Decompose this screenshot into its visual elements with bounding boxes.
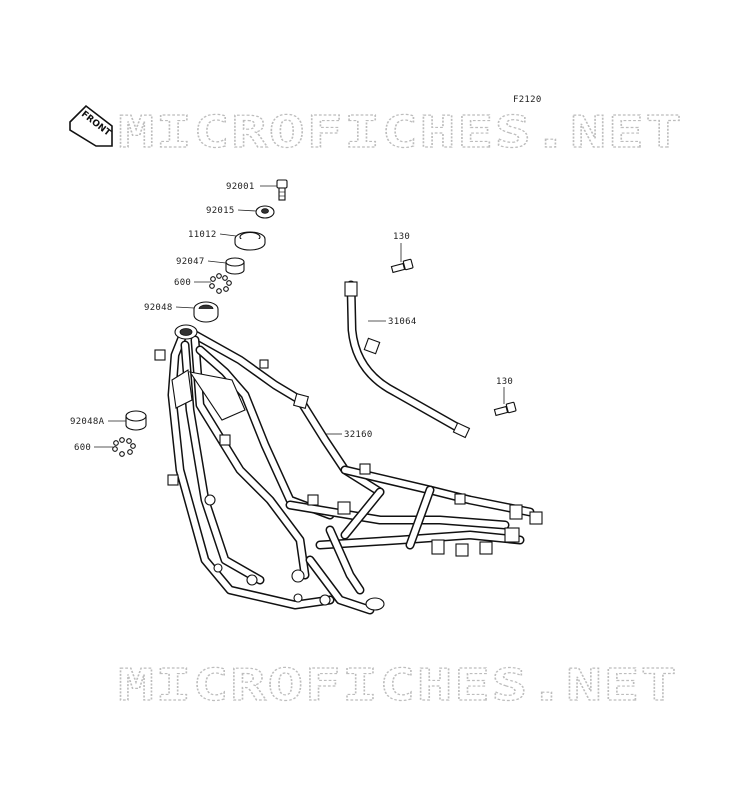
watermark-bottom: MICROFICHES.NET bbox=[118, 660, 678, 711]
callout-92015: 92015 bbox=[206, 206, 235, 216]
callout-130-lower: 130 bbox=[496, 377, 513, 387]
callout-92048A: 92048A bbox=[70, 417, 105, 427]
bolt-92001-icon bbox=[276, 179, 288, 201]
callout-31064: 31064 bbox=[388, 317, 417, 327]
bolt-130-upper-icon bbox=[390, 258, 414, 274]
balls-600-lower-icon bbox=[112, 437, 136, 457]
figure-code: F2120 bbox=[513, 95, 542, 105]
bolt-130-lower-icon bbox=[493, 401, 517, 417]
cone-92047-icon bbox=[225, 257, 245, 275]
callout-92001: 92001 bbox=[226, 182, 255, 192]
callout-600-upper: 600 bbox=[174, 278, 191, 288]
main-frame-32160 bbox=[154, 324, 543, 615]
nut-92015-icon bbox=[255, 205, 275, 219]
front-arrow-icon: FRONT bbox=[69, 104, 113, 147]
callout-32160: 32160 bbox=[344, 430, 373, 440]
callout-11012: 11012 bbox=[188, 230, 217, 240]
balls-600-upper-icon bbox=[209, 273, 232, 294]
leader-lines bbox=[94, 185, 505, 448]
race-92048A-icon bbox=[125, 410, 147, 431]
watermark-top: MICROFICHES.NET bbox=[118, 107, 683, 158]
callout-130-upper: 130 bbox=[393, 232, 410, 242]
callout-600-lower: 600 bbox=[74, 443, 91, 453]
callout-92047: 92047 bbox=[176, 257, 205, 267]
race-92048-icon bbox=[193, 301, 219, 323]
seat-rail-31064 bbox=[344, 280, 471, 439]
callout-92048: 92048 bbox=[144, 303, 173, 313]
seal-11012-icon bbox=[234, 231, 266, 251]
